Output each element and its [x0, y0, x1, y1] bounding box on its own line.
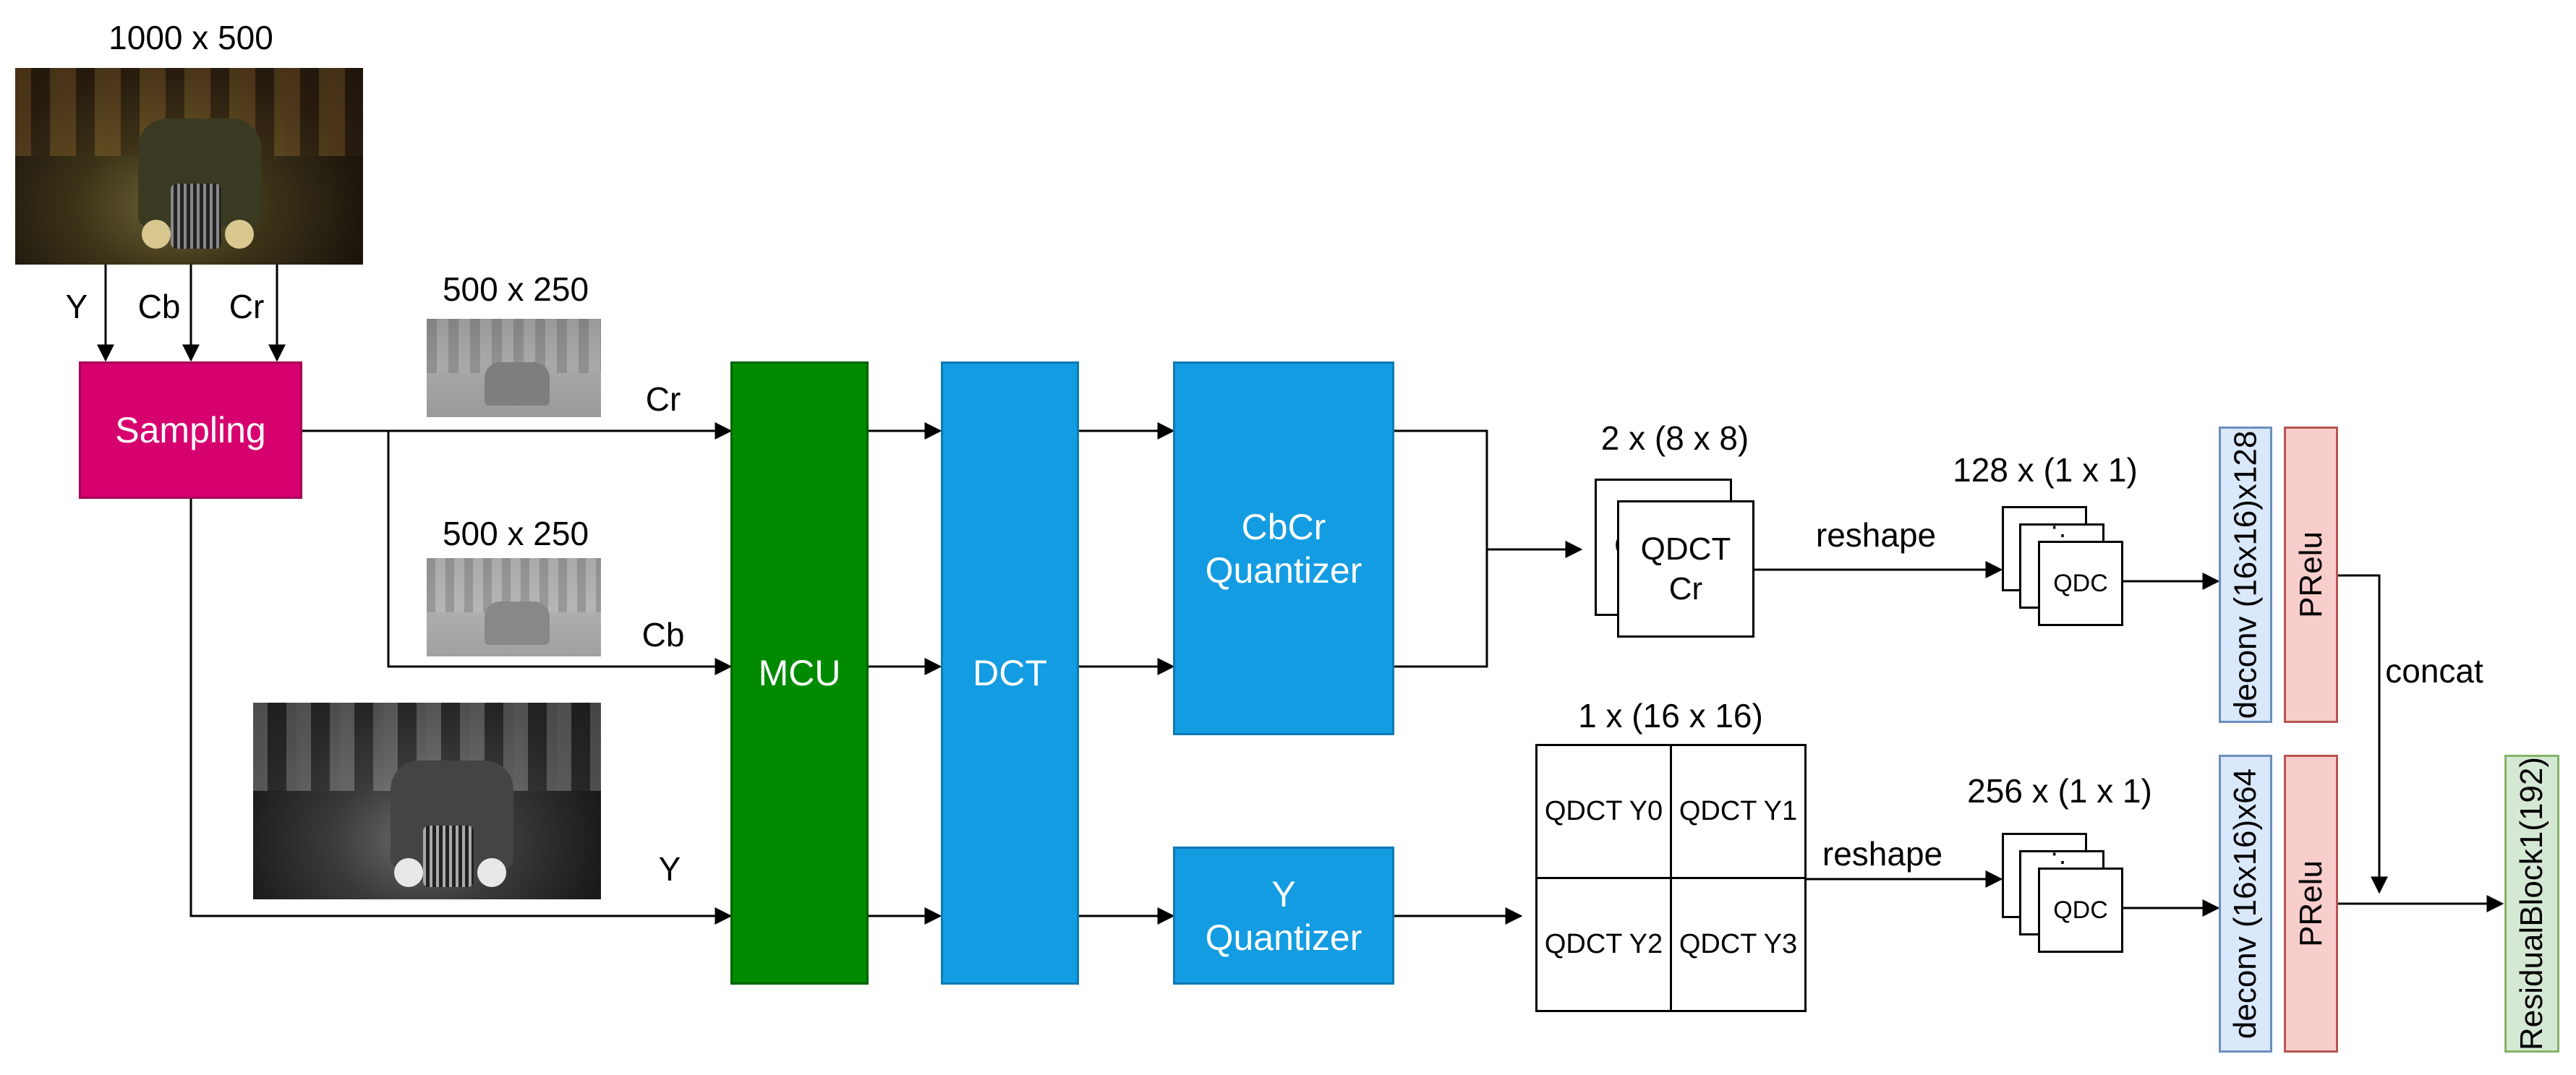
mcu-block: MCU — [730, 361, 869, 985]
dct-block: DCT — [941, 361, 1079, 985]
qdct-cr-card: QDCT Cr — [1617, 500, 1754, 638]
dct-label: DCT — [973, 653, 1047, 693]
sampling-label: Sampling — [115, 410, 266, 450]
deconv-top-label: deconv (16x16)x128 — [2227, 430, 2263, 719]
deconv-top-block: deconv (16x16)x128 — [2219, 427, 2272, 723]
cr-thumbnail — [427, 319, 601, 417]
cbcr-quantizer-block: CbCr Quantizer — [1173, 361, 1394, 735]
prelu-top-block: PRelu — [2284, 427, 2338, 723]
channel-cr-label: Cr — [229, 288, 265, 325]
qdc-top-card: QDC — [2038, 541, 2123, 626]
qdct-y0-cell: QDCT Y0 — [1538, 746, 1672, 879]
y-quantizer-label: Y Quantizer — [1205, 873, 1362, 958]
y-branch-label: Y — [658, 850, 681, 888]
qdc-top-label: QDC — [2053, 569, 2108, 597]
qdct-y2-cell: QDCT Y2 — [1538, 879, 1672, 1010]
prelu-bottom-label: PRelu — [2293, 860, 2329, 947]
prelu-bottom-block: PRelu — [2284, 755, 2338, 1053]
sampling-block: Sampling — [79, 361, 302, 499]
y-grayscale-photo — [253, 703, 601, 899]
qdct-y0-label: QDCT Y0 — [1544, 796, 1663, 826]
residual-block: ResidualBlock1(192) — [2504, 755, 2559, 1053]
bottom-shape-label: 256 x (1 x 1) — [1967, 772, 2152, 810]
cb-thumbnail — [427, 558, 601, 656]
input-size-label: 1000 x 500 — [108, 19, 273, 56]
cr-size-label: 500 x 250 — [442, 270, 589, 308]
y-quantizer-block: Y Quantizer — [1173, 847, 1394, 985]
channel-y-label: Y — [65, 288, 88, 325]
cbcr-quantizer-label: CbCr Quantizer — [1205, 506, 1362, 591]
qdct-y1-label: QDCT Y1 — [1679, 796, 1798, 826]
prelu-top-label: PRelu — [2293, 531, 2329, 618]
residual-label: ResidualBlock1(192) — [2514, 757, 2549, 1050]
qdct-y-grid: QDCT Y0 QDCT Y1 QDCT Y2 QDCT Y3 — [1535, 744, 1807, 1012]
qdct-y2-label: QDCT Y2 — [1544, 929, 1663, 959]
reshape-top-label: reshape — [1815, 516, 1937, 554]
qdc-bottom-label: QDC — [2053, 896, 2108, 924]
cr-branch-label: Cr — [645, 380, 681, 418]
channel-cb-label: Cb — [137, 288, 181, 325]
qdct-y3-cell: QDCT Y3 — [1672, 879, 1804, 1010]
top-shape-label: 128 x (1 x 1) — [1953, 451, 2138, 489]
qdc-bottom-card: QDC — [2038, 868, 2123, 953]
cb-branch-label: Cb — [641, 616, 685, 654]
cb-size-label: 500 x 250 — [442, 515, 589, 552]
qdct-y3-label: QDCT Y3 — [1679, 929, 1798, 959]
concat-label: concat — [2385, 652, 2483, 690]
reshape-bottom-label: reshape — [1822, 835, 1943, 873]
mcu-label: MCU — [758, 653, 841, 693]
deconv-bottom-block: deconv (16x16)x64 — [2219, 755, 2272, 1053]
input-color-photo — [15, 68, 363, 265]
qdct-cr-label: QDCT Cr — [1640, 531, 1731, 607]
qdct-y1-cell: QDCT Y1 — [1672, 746, 1804, 879]
deconv-bottom-label: deconv (16x16)x64 — [2227, 768, 2263, 1040]
y-shape-label: 1 x (16 x 16) — [1578, 697, 1763, 734]
cbcr-shape-label: 2 x (8 x 8) — [1600, 419, 1749, 457]
